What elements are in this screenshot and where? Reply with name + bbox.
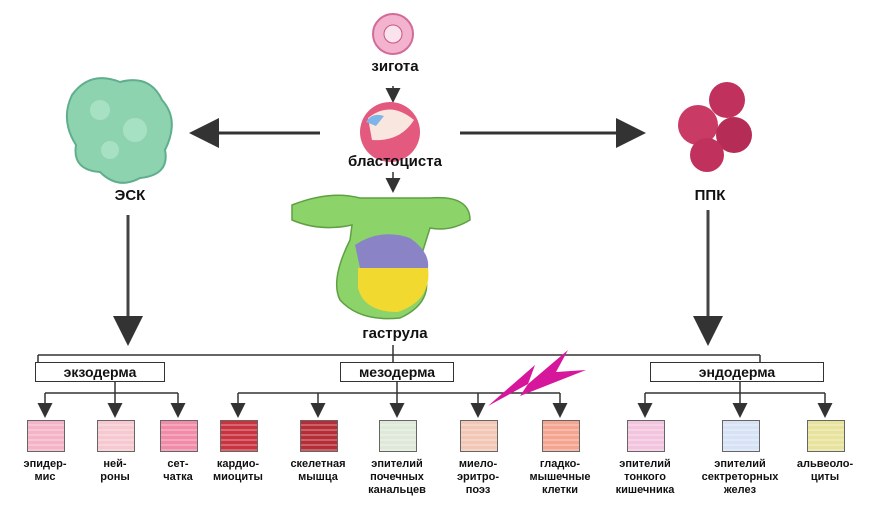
- cell-type-label: кардио- миоциты: [213, 458, 263, 483]
- endoderm-box: эндодерма: [650, 362, 824, 382]
- cell-type-image: [160, 420, 198, 452]
- cell-type-image: [807, 420, 845, 452]
- cell-type-label: скелетная мышца: [290, 458, 346, 483]
- ppk-cells-icon: [678, 82, 752, 172]
- cell-type-label: альвеоло- циты: [796, 458, 854, 483]
- cell-type-label: эпидер- мис: [23, 458, 67, 483]
- gastrula-icon: [291, 194, 471, 320]
- gastrula-label: гаструла: [362, 325, 428, 342]
- cell-type-image: [379, 420, 417, 452]
- blastocyst-label: бластоциста: [348, 153, 442, 170]
- lightning-icon: [488, 350, 586, 406]
- esc-colony-icon: [65, 77, 173, 184]
- cell-type-image: [542, 420, 580, 452]
- cell-type-image: [97, 420, 135, 452]
- cell-type-image: [27, 420, 65, 452]
- mesoderm-box: мезодерма: [340, 362, 454, 382]
- cell-type-label: эпителий тонкого кишечника: [615, 458, 675, 496]
- ppk-label: ППК: [694, 187, 726, 204]
- esc-label: ЭСК: [114, 187, 146, 204]
- cell-type-image: [220, 420, 258, 452]
- cell-type-image: [627, 420, 665, 452]
- zygote-label: зигота: [371, 58, 419, 75]
- cell-type-label: ней- роны: [100, 458, 130, 483]
- cell-type-image: [722, 420, 760, 452]
- cell-type-image: [300, 420, 338, 452]
- cell-type-label: гладко- мышечные клетки: [529, 458, 591, 496]
- ectoderm-box: экзодерма: [35, 362, 165, 382]
- cell-type-label: миело- эритро- поэз: [456, 458, 500, 496]
- cell-type-label: эпителий почечных канальцев: [368, 458, 426, 496]
- cell-type-label: сет- чатка: [163, 458, 193, 483]
- cell-type-label: эпителий сектреторных желез: [701, 458, 779, 496]
- cell-type-image: [460, 420, 498, 452]
